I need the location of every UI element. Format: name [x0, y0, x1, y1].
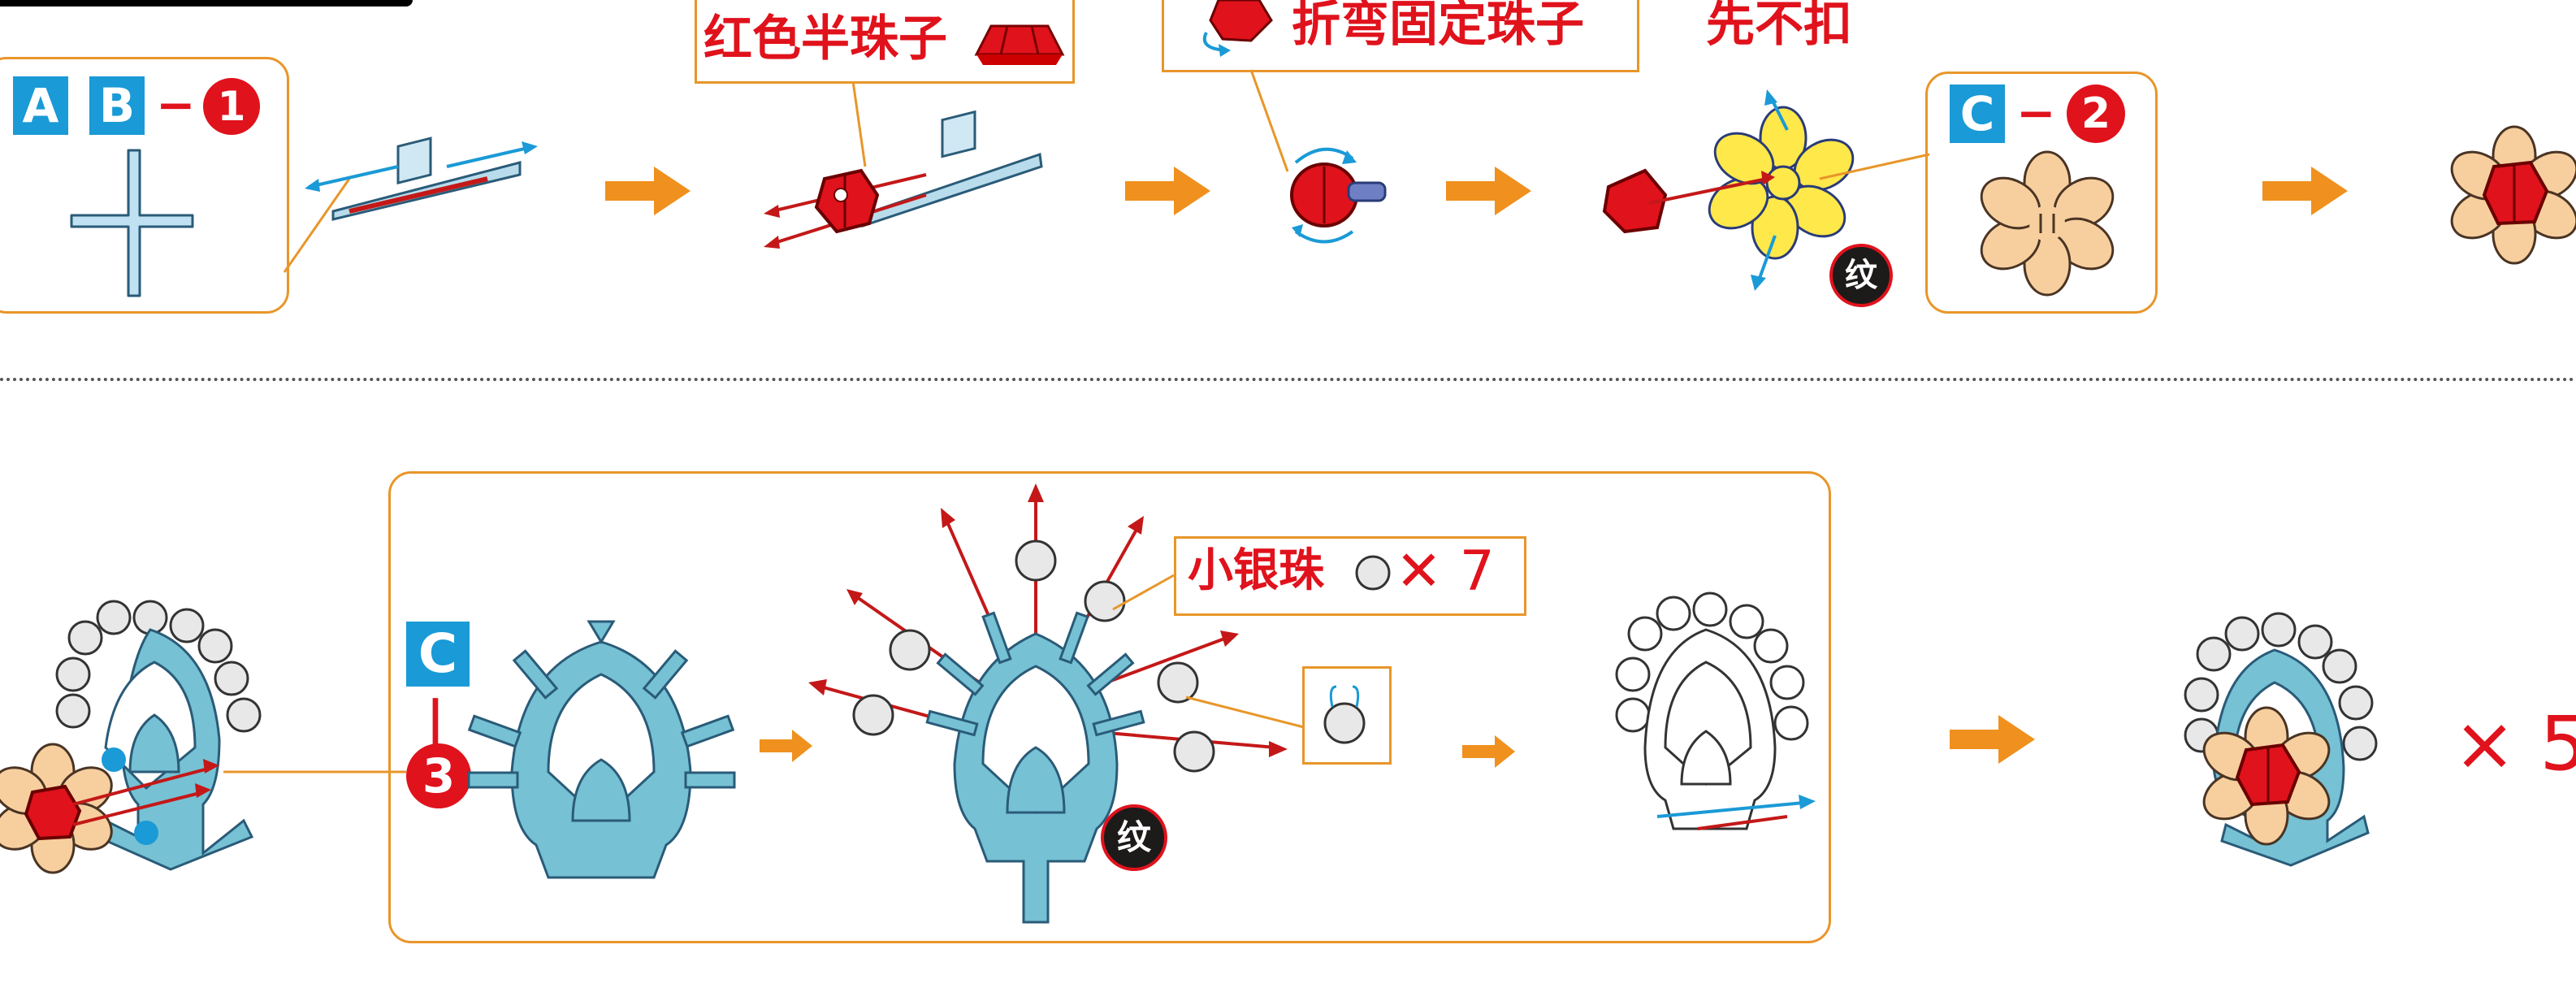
callout-tail-c2: [1819, 153, 1930, 180]
flow-arrow-1: [605, 167, 691, 215]
badge-b: B: [89, 76, 145, 135]
finished-stand-illustration: [2184, 612, 2378, 867]
stand-part-blank: [467, 620, 736, 879]
step-c2-panel: [1925, 72, 2158, 314]
callout-tail-c3: [223, 770, 406, 774]
callout-silver-beads: 小银珠: [1188, 544, 1324, 597]
pattern-mark-bottom: 纹: [1101, 804, 1167, 871]
outline-stand-illustration: [1615, 592, 1816, 830]
badge-a: A: [13, 76, 68, 135]
step-number-2: 2: [2067, 84, 2125, 143]
red-bead-icon: [974, 24, 1065, 65]
bent-bead-illustration: [1290, 147, 1387, 244]
bead-detail-icon: [1323, 685, 1366, 744]
stand-beads-arrows: [808, 483, 1288, 924]
flow-arrow-3: [1446, 167, 1531, 215]
badge-c-bottom: C: [406, 622, 470, 687]
repeat-count: × 5: [2453, 700, 2576, 787]
wire-insert-illustration: [305, 136, 538, 221]
assembled-stand-illustration: [0, 600, 262, 874]
bend-bead-icon: [1202, 0, 1273, 57]
callout-bend-fix: 折弯固定珠子: [1292, 0, 1584, 53]
finished-flower-top: [2450, 125, 2576, 265]
peach-flower-part: [1980, 150, 2115, 297]
callout-tail-silver: [1112, 574, 1175, 611]
step-bar-c3: |: [426, 691, 444, 748]
cross-part-illustration: [70, 149, 194, 297]
small-arrow-2: [1462, 735, 1515, 768]
yellow-flower-illustration: [1602, 89, 1855, 291]
flow-arrow-4: [2262, 167, 2348, 215]
section-divider: [0, 378, 2576, 381]
callout-silver-beads-box: [1174, 536, 1526, 616]
step-dash-c2: −: [2016, 85, 2056, 141]
header-bar: [0, 0, 413, 6]
badge-c-top: C: [1950, 84, 2005, 143]
flow-arrow-5: [1950, 715, 2035, 764]
callout-tail: [283, 178, 351, 273]
step-number-1: 1: [203, 78, 260, 135]
step-dash: −: [156, 77, 196, 132]
callout-red-half-bead: 红色半珠子: [704, 11, 947, 67]
step-c3-panel: [388, 471, 1831, 943]
step-ab1-panel: [0, 57, 289, 314]
callout-tail-bend: [1249, 69, 1289, 172]
note-not-buckle: 先不扣: [1706, 0, 1852, 53]
step-number-3: 3: [406, 743, 471, 808]
callout-red-half-bead-box: [695, 0, 1075, 84]
callout-tail-detail: [1185, 696, 1305, 729]
silver-bead-icon: [1355, 555, 1391, 591]
pattern-mark-top: 纹: [1829, 244, 1893, 307]
small-arrow-1: [760, 730, 812, 762]
callout-tail-bead: [851, 80, 867, 167]
silver-beads-count: ✕ 7: [1396, 540, 1495, 604]
bead-on-wire-illustration: [764, 110, 1043, 249]
flow-arrow-2: [1125, 167, 1210, 215]
bead-detail-box: [1302, 666, 1392, 765]
